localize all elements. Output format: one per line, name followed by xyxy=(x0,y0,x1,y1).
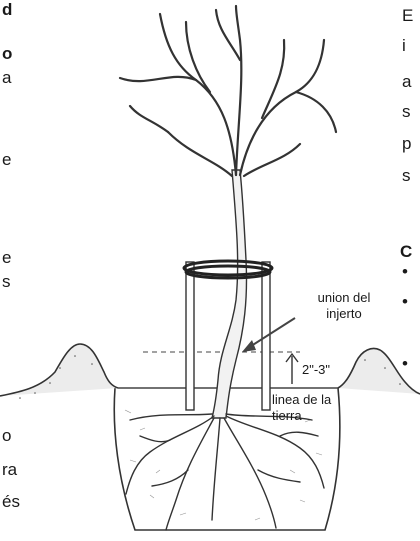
right-fragment-4: s xyxy=(402,102,411,122)
left-fragment-9: és xyxy=(2,492,20,512)
soil-texture xyxy=(125,410,322,520)
graft-union-arrow xyxy=(248,318,295,348)
tree-trunk xyxy=(212,170,247,418)
left-fragment-5: e xyxy=(2,248,11,268)
soil-line-label: linea de la tierra xyxy=(272,392,338,424)
right-fragment-1: E xyxy=(402,6,413,26)
right-fragment-5: p xyxy=(402,134,411,154)
graft-union-label: union del injerto xyxy=(308,290,380,322)
tree-branches xyxy=(120,6,336,176)
right-fragment-9: • xyxy=(402,292,408,312)
right-fragment-2: i xyxy=(402,36,406,56)
right-fragment-8: • xyxy=(402,262,408,282)
right-fragment-10: • xyxy=(402,354,408,374)
left-fragment-1: d xyxy=(2,0,12,20)
left-stake xyxy=(186,262,194,410)
graft-union-arrowhead xyxy=(242,340,256,352)
left-fragment-6: s xyxy=(2,272,11,292)
left-fragment-2: o xyxy=(2,44,12,64)
tree-tie xyxy=(184,261,272,278)
right-fragment-3: a xyxy=(402,72,411,92)
left-fragment-7: o xyxy=(2,426,11,446)
left-fragment-4: e xyxy=(2,150,11,170)
right-fragment-7: C xyxy=(400,242,412,262)
depth-label: 2"-3" xyxy=(302,362,330,378)
right-fragment-6: s xyxy=(402,166,411,186)
left-fragment-8: ra xyxy=(2,460,17,480)
left-fragment-3: a xyxy=(2,68,11,88)
left-berm xyxy=(0,344,118,396)
tree-roots xyxy=(126,414,324,530)
